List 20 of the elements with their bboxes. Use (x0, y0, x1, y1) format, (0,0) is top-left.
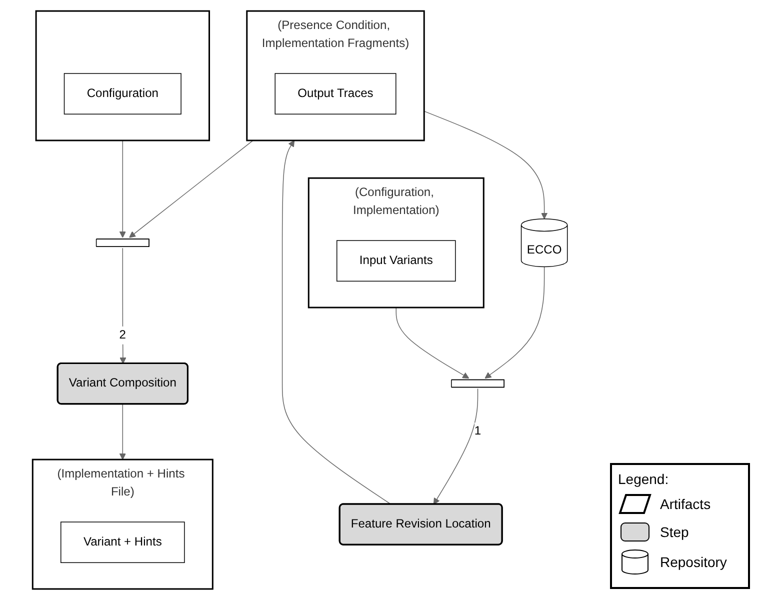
node-box: Output Traces (274, 72, 396, 114)
edge-label: 2 (119, 328, 126, 341)
arrow (120, 247, 126, 364)
arrow (119, 402, 126, 460)
node-box: Input Variants (336, 240, 456, 282)
arrow (484, 266, 545, 378)
arrow (119, 140, 126, 238)
arrow (396, 306, 470, 378)
arrow (433, 388, 478, 504)
legend-label: Artifacts (660, 496, 711, 512)
legend-label: Step (660, 524, 689, 540)
node-box: Variant + Hints (60, 521, 185, 563)
arrow (424, 110, 548, 219)
node-box: Configuration (64, 72, 182, 114)
legend-title: Legend: (618, 471, 670, 487)
edge-label: 1 (474, 424, 482, 438)
cluster (35, 10, 210, 141)
legend-label: Repository (660, 554, 727, 570)
arrow (282, 140, 391, 504)
arrow (129, 140, 254, 238)
